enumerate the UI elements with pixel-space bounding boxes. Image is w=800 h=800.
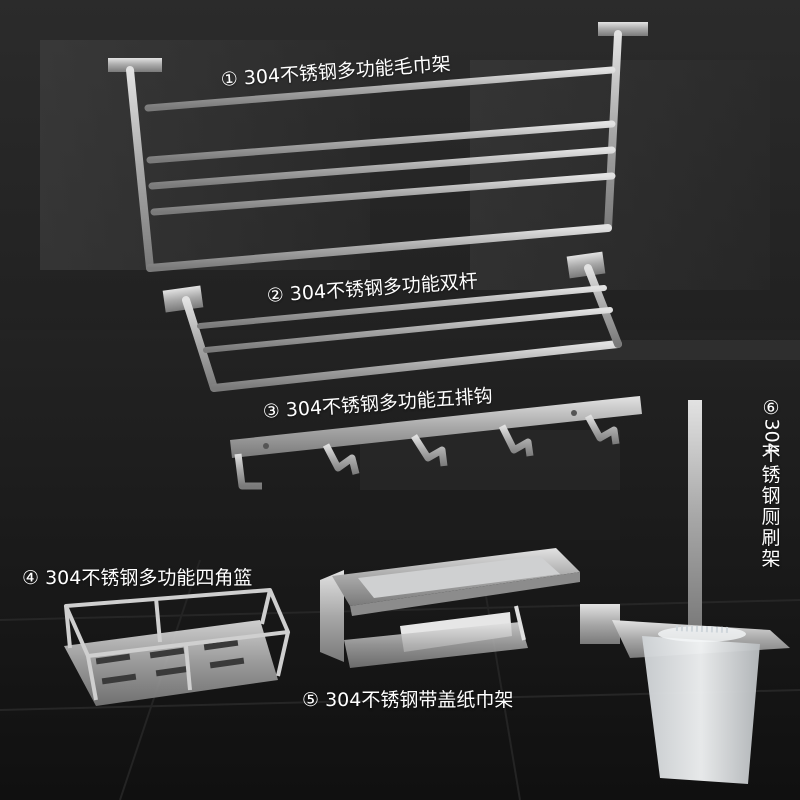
double-bar-illustration — [162, 251, 622, 392]
vertical-label-char: 不 — [761, 443, 781, 465]
vertical-label-marker: ⑥ — [762, 397, 780, 419]
vertical-label-char: 钢 — [761, 485, 781, 507]
toilet-brush-holder-illustration — [580, 400, 790, 784]
corner-basket-label: ④ 304不锈钢多功能四角篮 — [22, 567, 253, 589]
vertical-label-char: 架 — [761, 548, 781, 570]
vertical-label-char: 刷 — [761, 527, 781, 549]
vertical-label-char: 厕 — [761, 506, 781, 528]
tissue-holder-illustration — [320, 548, 580, 668]
tissue-holder-label: ⑤ 304不锈钢带盖纸巾架 — [302, 689, 514, 711]
towel-rack-illustration — [108, 22, 648, 272]
corner-basket-illustration — [64, 588, 290, 706]
vertical-label-number: 304 — [760, 418, 783, 455]
toilet-brush-holder-label: ⑥ 304 不 锈 钢 厕 刷 架 — [758, 398, 784, 570]
five-hook-illustration — [230, 396, 642, 490]
vertical-label-char: 锈 — [761, 464, 781, 486]
